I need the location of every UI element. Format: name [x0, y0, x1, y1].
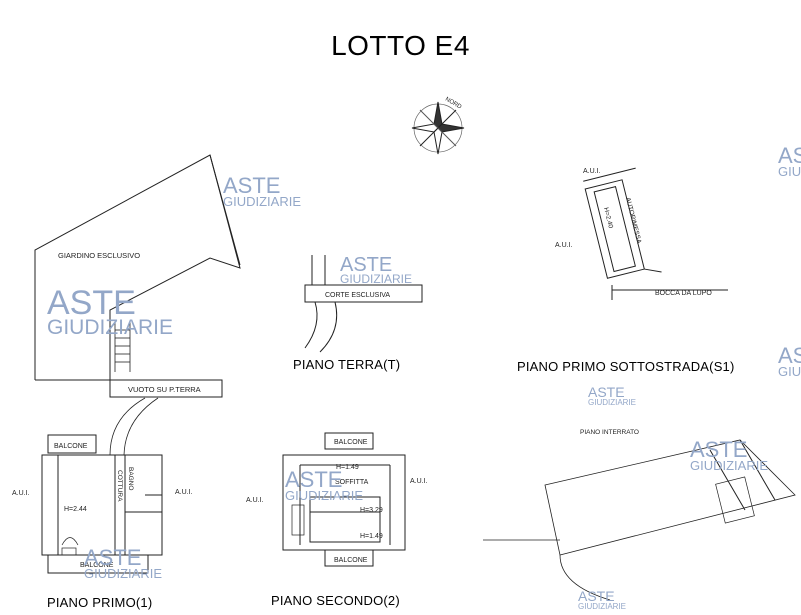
aui-secondo-right: A.U.I.	[410, 478, 428, 485]
piano-primo-caption: PIANO PRIMO(1)	[47, 595, 153, 610]
giardino-label: GIARDINO ESCLUSIVO	[58, 251, 140, 260]
giardino-outline	[34, 154, 241, 382]
nord-label: NORD	[444, 97, 463, 111]
aui-secondo-left: A.U.I.	[246, 497, 264, 504]
aui-primo-right: A.U.I.	[175, 489, 193, 496]
cottura-label: COTTURA	[116, 470, 123, 502]
h240-label: H=2.40	[602, 207, 614, 230]
h329-label: H=3.29	[360, 507, 383, 514]
soffitta-label: SOFFITTA	[335, 479, 369, 486]
balcone-secondo-top: BALCONE	[334, 439, 368, 446]
h149-top-label: H=1.49	[336, 464, 359, 471]
piano-sottostrada-caption: PIANO PRIMO SOTTOSTRADA(S1)	[517, 359, 735, 374]
balcone-primo-top: BALCONE	[54, 443, 88, 450]
balcone-primo-bottom: BALCONE	[80, 562, 114, 569]
h149-bottom-label: H=1.49	[360, 533, 383, 540]
h244-label: H=2.44	[64, 506, 87, 513]
piano-secondo-outline	[282, 432, 406, 567]
balcone-secondo-bottom: BALCONE	[334, 557, 368, 564]
corte-label: CORTE ESCLUSIVA	[325, 292, 390, 299]
aui-primo-left: A.U.I.	[12, 490, 30, 497]
aui-sottostrada-left: A.U.I.	[555, 242, 573, 249]
page-title: LOTTO E4	[331, 30, 470, 61]
bocca-label: BOCCA DA LUPO	[655, 290, 712, 297]
vuoto-label: VUOTO SU P.TERRA	[128, 385, 201, 394]
piano-secondo-caption: PIANO SECONDO(2)	[271, 593, 400, 608]
piano-interrato-outline	[483, 439, 796, 601]
piano-terra-outline	[304, 255, 423, 353]
aui-sottostrada-top: A.U.I.	[583, 168, 601, 175]
bagno-label: BAGNO	[127, 467, 134, 490]
autorimessa-outline	[583, 167, 662, 279]
piano-terra-caption: PIANO TERRA(T)	[293, 357, 401, 372]
interrato-label: PIANO INTERRATO	[580, 429, 639, 436]
autorimessa-label: AUTORIMESSA	[624, 197, 642, 245]
compass-rose	[411, 101, 465, 155]
piano-primo-outline	[41, 434, 163, 574]
